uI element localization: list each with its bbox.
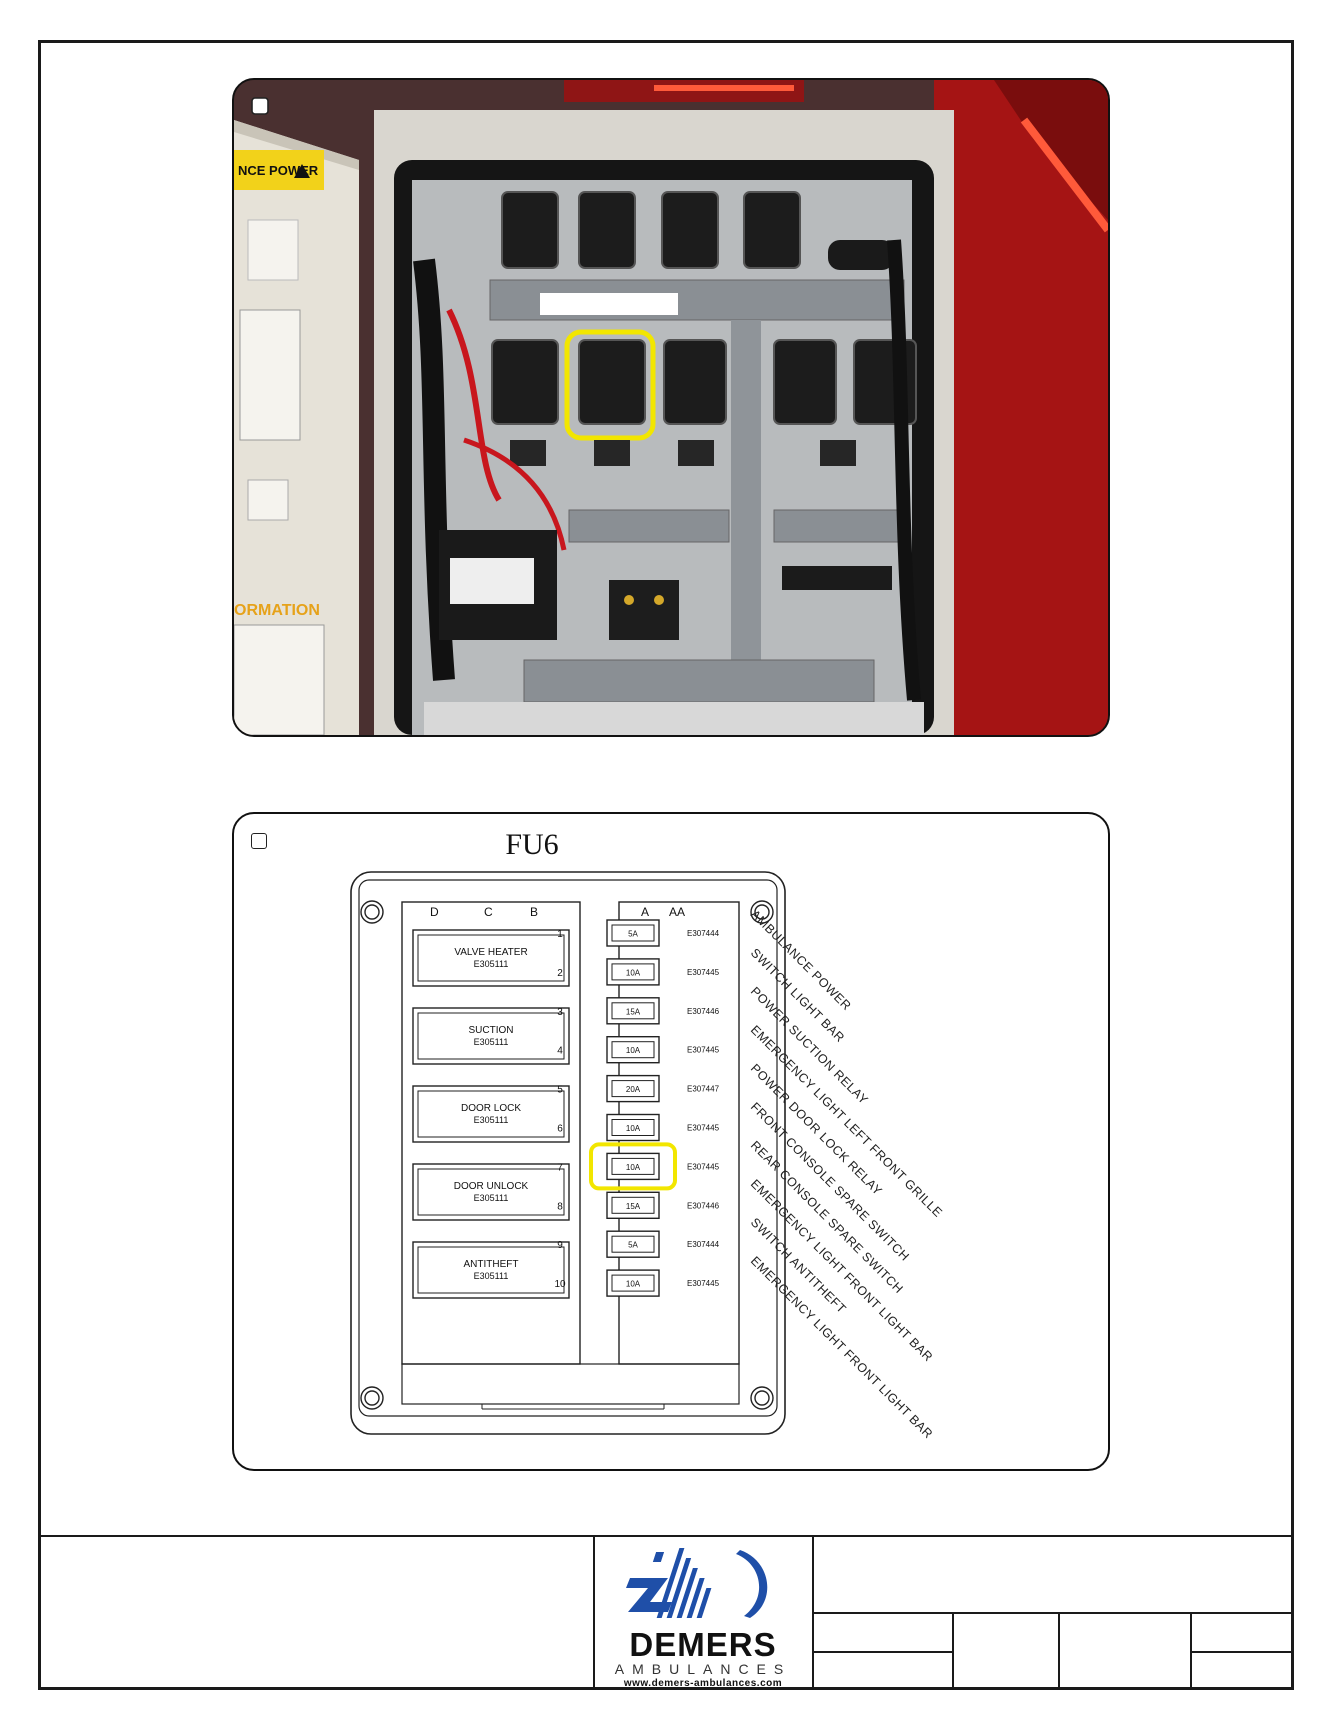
fuse-part-code: E307446: [687, 1007, 720, 1016]
relay-module-code: E305111: [474, 1193, 509, 1203]
fuse-row: 5 20A E307447: [557, 1074, 720, 1103]
fuse-part-code: E307445: [687, 1279, 720, 1288]
col-header-AA: AA: [669, 905, 685, 919]
fuse-part-code: E307444: [687, 929, 720, 938]
fuse-part-code: E307444: [687, 1240, 720, 1249]
fuse-part-code: E307445: [687, 1124, 720, 1133]
fuse-amperage: 10A: [626, 968, 641, 977]
fuse-number: 6: [557, 1124, 563, 1135]
logo-stripe: [676, 1568, 698, 1618]
col-header-A: A: [641, 905, 649, 919]
fuse-number: 8: [557, 1201, 563, 1212]
fuse[interactable]: [611, 1274, 655, 1292]
corner-screws: [360, 900, 774, 1410]
relay-module-code: E305111: [474, 1037, 509, 1047]
fuse-number: 4: [557, 1046, 563, 1057]
fuse-row: 3 15A E307446: [557, 997, 720, 1025]
fuse[interactable]: [611, 1157, 655, 1175]
fuse[interactable]: [611, 1119, 655, 1136]
logo-stripe: [656, 1548, 685, 1618]
fuse-row: 4 10A E307445: [557, 1035, 720, 1064]
fuse-number: 9: [557, 1240, 563, 1251]
info-label: ORMATION: [234, 602, 320, 619]
fuse-number: 10: [554, 1279, 566, 1290]
fuse-row: 9 5A E307444: [557, 1230, 720, 1258]
relay-module-code: E305111: [474, 1115, 509, 1125]
photo-illustration: NCE POWER ORMATION: [234, 80, 1108, 735]
relay-module-name: VALVE HEATER: [454, 947, 527, 958]
fuse-amperage: 5A: [628, 1241, 638, 1250]
fuse-highlight: [589, 1142, 677, 1191]
fuse-amperage: 5A: [628, 930, 638, 939]
fuse-row: 7 10A E307445: [557, 1142, 720, 1191]
relay-module-code: E305111: [474, 1271, 509, 1281]
diagram-title: FU6: [505, 828, 558, 861]
logo-stripe: [686, 1578, 705, 1618]
fuse-number: 2: [557, 968, 563, 979]
relay-module-name: ANTITHEFT: [464, 1259, 519, 1270]
fuse-amperage: 10A: [626, 1163, 641, 1172]
relay-module-name: DOOR UNLOCK: [454, 1181, 529, 1192]
fuse[interactable]: [611, 1196, 655, 1214]
fuse-part-code: E307447: [687, 1085, 720, 1094]
fuse[interactable]: [611, 963, 655, 981]
fuse-part-code: E307445: [687, 1046, 720, 1055]
fuse-number: 7: [557, 1162, 563, 1173]
fuse-amperage: 10A: [626, 1046, 641, 1055]
fuse-number: 3: [557, 1007, 563, 1018]
relay-module-name: SUCTION: [469, 1025, 514, 1036]
caution-sticker: [234, 150, 324, 190]
relay-module-code: E305111: [474, 959, 509, 969]
page-frame: [38, 40, 1294, 1690]
fuse[interactable]: [611, 1080, 655, 1098]
fuse-part-code: E307445: [687, 968, 720, 977]
fuse-panel-photo: NCE POWER ORMATION: [232, 78, 1110, 737]
logo-url: www.demers-ambulances.com: [623, 1678, 783, 1689]
title-block-top-rule: [38, 1535, 1294, 1537]
fuse-amperage: 10A: [626, 1280, 641, 1289]
relay-module-name: DOOR LOCK: [461, 1103, 521, 1114]
logo-stripe: [666, 1558, 692, 1618]
fuse[interactable]: [611, 1235, 655, 1253]
fuse-part-code: E307445: [687, 1162, 720, 1171]
logo-subtitle: AMBULANCES: [614, 1661, 792, 1677]
fuse-number: 1: [557, 929, 563, 940]
diagram-checkbox[interactable]: [251, 833, 267, 849]
col-header-D: D: [430, 905, 439, 919]
fuse-part-code: E307446: [687, 1201, 720, 1210]
fuse-amperage: 15A: [626, 1202, 641, 1211]
fuse-amperage: 10A: [626, 1124, 641, 1133]
fuse-number: 5: [557, 1085, 563, 1096]
col-header-B: B: [530, 905, 538, 919]
photo-highlight: [564, 329, 656, 441]
fuse-amperage: 15A: [626, 1007, 641, 1016]
fuse-diagram: FU6 D C B A AA VALVE HEATERE305111SUCTIO…: [350, 828, 945, 1441]
fuse-row: 6 10A E307445: [557, 1113, 720, 1142]
logo-stripe: [696, 1588, 712, 1618]
fuse-amperage: 20A: [626, 1085, 641, 1094]
demers-logo-icon: [626, 1548, 768, 1618]
fuse[interactable]: [611, 1041, 655, 1059]
logo-name: DEMERS: [629, 1626, 777, 1663]
fuse[interactable]: [611, 1002, 655, 1020]
fuse-row: 2 10A E307445: [557, 958, 720, 986]
fuse[interactable]: [611, 924, 655, 942]
photo-checkbox[interactable]: [251, 97, 269, 115]
fuse-row: 1 5A E307444: [557, 919, 720, 947]
fuse-row: 8 15A E307446: [557, 1191, 720, 1219]
fuse-row: 10 10A E307445: [554, 1269, 720, 1297]
col-header-C: C: [484, 905, 493, 919]
